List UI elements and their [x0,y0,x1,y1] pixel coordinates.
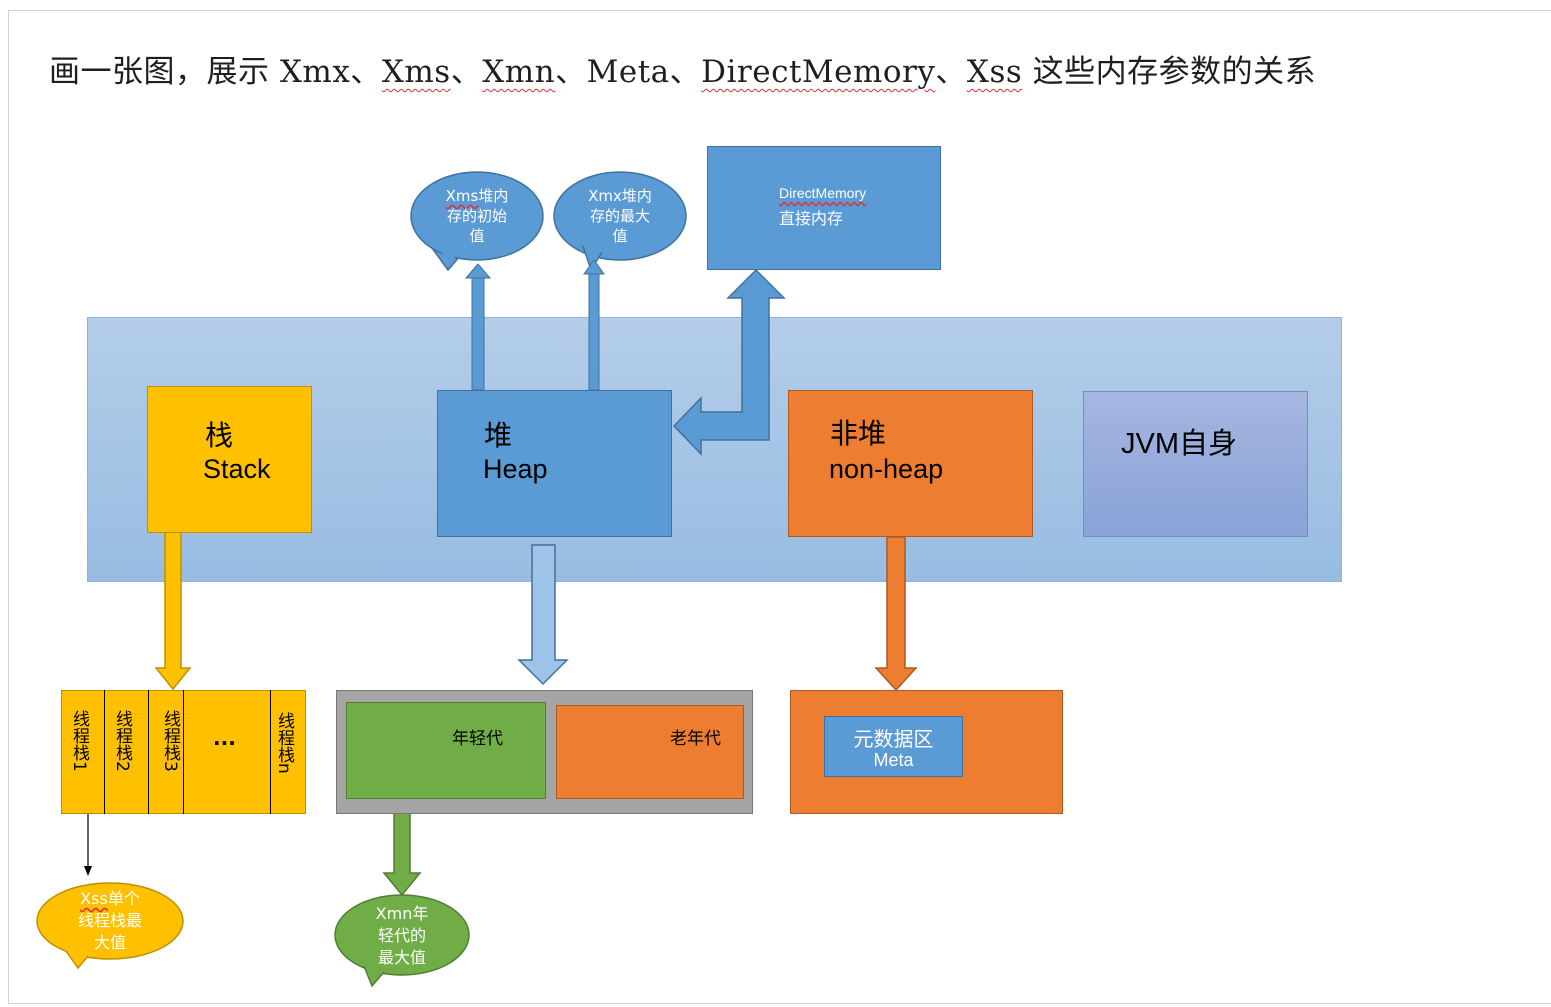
xss-callout [36,882,184,970]
heap-to-xms-arrow [464,263,492,391]
jvm-self-box [1083,391,1308,537]
xms-text-3: 值 [469,227,485,245]
nonheap-down-arrow [874,536,918,692]
heap-down-arrow [517,544,569,686]
direct-memory-box [707,146,941,270]
xmx-text-2: 存的最大 [589,207,650,225]
xms-text-2: 存的初始 [446,207,507,225]
nonheap-label-en: non-heap [829,454,944,484]
page-title: 画一张图，展示 Xmx、Xms、Xmn、Meta、DirectMemory、Xs… [49,46,1316,91]
heap-to-xmx-arrow [583,259,605,391]
title-sep-2: 、Meta、 [555,54,702,90]
title-sep-3: 、 [935,54,967,90]
title-xss: Xss [966,54,1023,90]
stack-box [147,386,312,533]
thread-stack-divider [148,690,149,814]
jvm-self-label: JVM自身 [1121,428,1238,460]
xss-text-1: 单个 [107,889,140,908]
xss-text-3: 大值 [93,933,126,952]
heap-direct-memory-arrow [672,268,786,456]
thread-stack-2: 线程栈2 [112,710,132,772]
xss-callout-text: Xss单个 线程栈最 大值 [62,888,158,954]
young-gen-box [346,702,546,799]
stack-label-cn: 栈 [205,419,234,452]
stack-label-en: Stack [203,454,271,484]
old-gen-box [556,705,744,799]
young-gen-label: 年轻代 [452,729,503,749]
thread-stack-ellipsis: ... [213,726,236,750]
xmn-text-2: 轻代的 [377,926,426,945]
thread-stack-3: 线程栈3 [160,710,180,772]
thread-stack-divider [183,690,184,814]
xmx-text-1: Xmx堆内 [588,187,652,205]
old-gen-label: 老年代 [670,729,721,749]
title-xms: Xms [381,54,451,90]
xmx-callout [553,171,687,272]
nonheap-box [788,390,1033,537]
xss-text-2: 线程栈最 [77,911,142,930]
xmn-text-1: Xmn年 [375,904,429,923]
thread-stack-1: 线程栈1 [69,710,89,772]
stack-down-arrow [154,531,192,691]
xmn-callout-text: Xmn年 轻代的 最大值 [362,903,442,969]
title-xmn: Xmn [482,54,556,90]
direct-memory-label-1: DirectMemory [779,185,867,201]
xmn-text-3: 最大值 [377,948,426,967]
nonheap-label-cn: 非堆 [830,417,887,450]
meta-label-en: Meta [873,750,914,770]
meta-label-cn: 元数据区 [853,727,934,751]
thread-stack-to-xss-arrow [84,814,92,876]
heap-label-en: Heap [483,454,548,484]
direct-memory-label-2: 直接内存 [779,209,844,228]
thread-stack-n: 线程栈n [274,712,294,774]
xmn-callout [334,894,470,988]
thread-stack-divider [270,690,271,814]
xms-callout [410,171,544,272]
title-text-2: 这些内存参数的关系 [1022,54,1317,90]
xss-key: Xss [80,889,108,908]
xms-text-1: 堆内 [478,187,509,205]
xmx-callout-text: Xmx堆内 存的最大 值 [580,186,660,246]
meta-box [824,716,963,777]
xmx-text-3: 值 [612,227,628,245]
xms-callout-text: Xms堆内 存的初始 值 [437,186,517,246]
title-directmemory: DirectMemory [701,54,936,90]
heap-label-cn: 堆 [484,419,513,452]
title-text-1: 画一张图，展示 Xmx、 [49,54,382,90]
thread-stack-divider [104,690,105,814]
xms-key: Xms [445,187,479,205]
title-sep-1: 、 [450,54,483,90]
heap-box [437,390,672,537]
